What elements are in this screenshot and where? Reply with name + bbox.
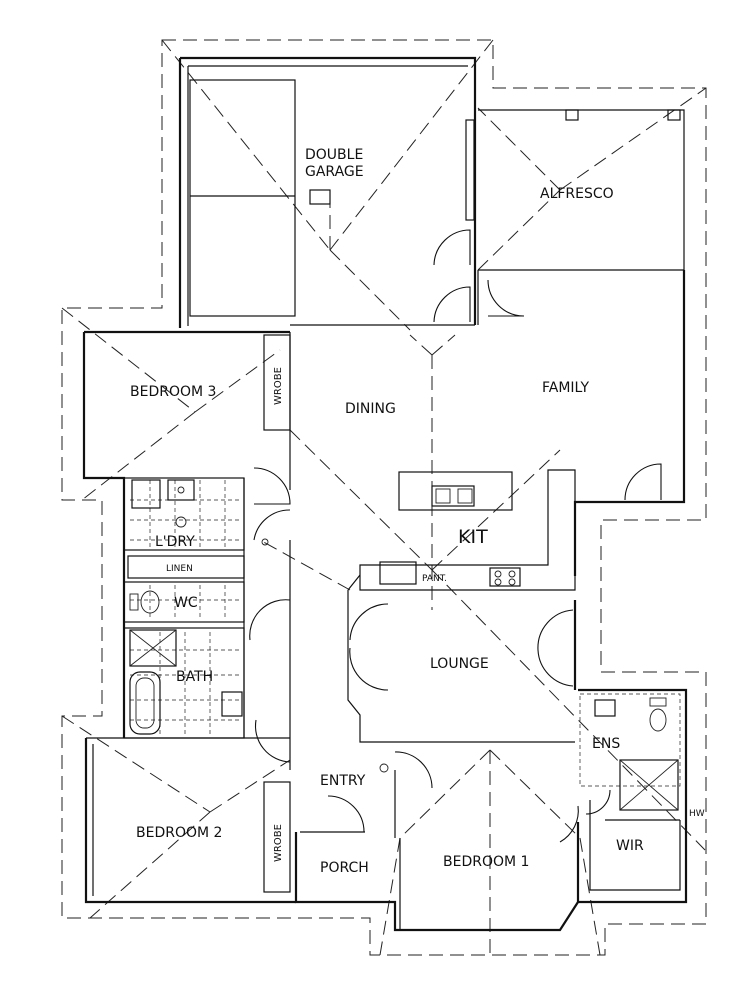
dining-label: DINING <box>345 401 396 417</box>
interior-walls <box>86 270 681 893</box>
alfresco-label: ALFRESCO <box>540 186 614 202</box>
bedroom2-label: BEDROOM 2 <box>136 825 222 841</box>
hot-water-label: HW <box>689 809 705 819</box>
wir-label: WIR <box>616 838 644 854</box>
wrobe-top-label: WROBE <box>273 367 284 405</box>
linen-label: LINEN <box>166 564 193 574</box>
lounge-label: LOUNGE <box>430 656 489 672</box>
room-labels: DOUBLE GARAGE ALFRESCO BEDROOM 3 WROBE D… <box>130 147 705 876</box>
hip-lines <box>61 39 707 956</box>
entry-label: ENTRY <box>320 773 366 789</box>
bedroom3-label: BEDROOM 3 <box>130 384 216 400</box>
wrobe-bottom-label: WROBE <box>273 824 284 862</box>
porch-label: PORCH <box>320 860 369 876</box>
garage-detail <box>189 79 475 317</box>
door-swings <box>249 229 662 843</box>
family-label: FAMILY <box>542 380 589 396</box>
kitchen-label: KIT <box>458 526 488 548</box>
garage-label-line1: DOUBLE <box>305 147 363 163</box>
wc-label: WC <box>174 595 198 611</box>
garage-label-line2: GARAGE <box>305 164 364 180</box>
pantry-label: PANT. <box>422 574 447 584</box>
laundry-label: L'DRY <box>155 534 195 550</box>
roof-outline <box>61 39 707 956</box>
bedroom1-label: BEDROOM 1 <box>443 854 529 870</box>
fixtures <box>129 109 681 773</box>
bath-label: BATH <box>176 669 213 685</box>
ensuite-label: ENS <box>592 736 620 752</box>
